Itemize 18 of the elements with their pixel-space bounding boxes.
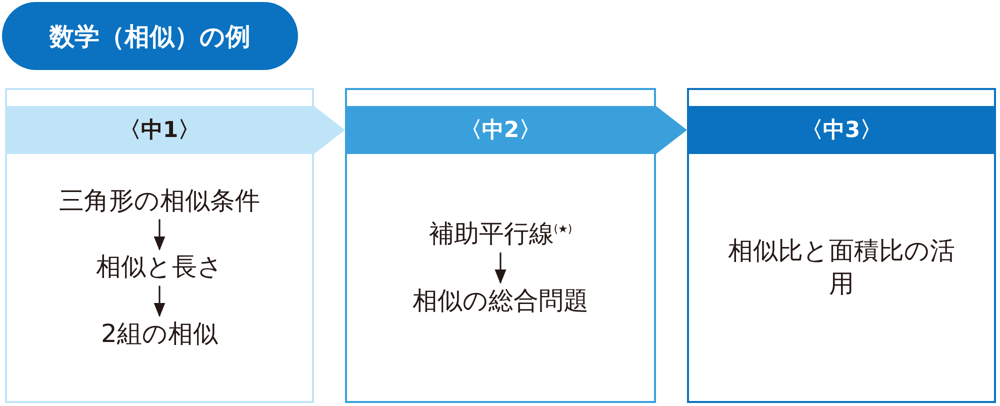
topic-text: 2組の相似 [101,318,218,350]
topic-text: 相似と長さ [96,251,223,284]
topic-text: 相似比と面積比の活用 [726,235,956,300]
header-band: 〈中2〉 [347,106,654,154]
title-pill: 数学（相似）の例 [2,2,298,70]
header-band: 〈中1〉 [7,106,312,154]
chevron-arrow [314,106,345,154]
chevron-arrow [656,106,687,154]
topic-text: 三角形の相似条件 [59,184,260,218]
column-panel [5,88,314,403]
topic-text: 補助平行線$^{(★)}$ [428,218,572,250]
column-panel [687,88,996,403]
header-band: 〈中3〉 [689,106,994,154]
down-arrow [154,219,166,251]
down-arrow [494,252,506,284]
topic-text: 相似の総合問題 [412,284,588,317]
column-panel [345,88,656,403]
down-arrow [154,286,166,318]
